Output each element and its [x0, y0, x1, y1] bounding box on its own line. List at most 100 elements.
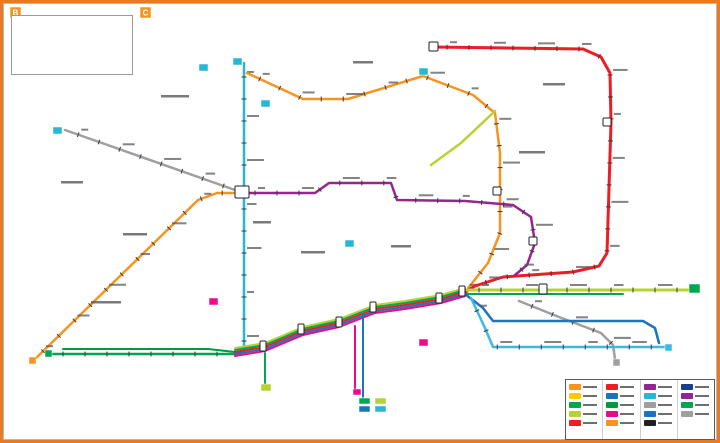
grid-ref-C — [139, 6, 152, 19]
legend-entry — [680, 402, 711, 408]
station-tick — [56, 333, 61, 338]
station-tick — [139, 154, 142, 160]
line-trunk-lime — [234, 287, 466, 349]
interchange-station — [297, 323, 305, 335]
legend-entry — [606, 411, 636, 417]
legend-line-chip — [606, 411, 619, 417]
legend-label-stub — [657, 404, 672, 406]
legend-label-stub — [694, 386, 709, 388]
station-label-stub — [164, 157, 182, 160]
legend-entry — [643, 411, 674, 417]
station-tick — [180, 168, 184, 174]
station-tick — [478, 270, 483, 275]
station-tick — [159, 161, 163, 167]
map-label-stub — [301, 251, 325, 254]
station-code-badge — [260, 383, 272, 392]
station-label-stub — [524, 263, 534, 266]
station-tick — [572, 269, 575, 275]
legend-label-stub — [583, 404, 597, 406]
station-tick — [489, 252, 495, 256]
station-label-stub — [506, 198, 519, 201]
legend-label-stub — [694, 413, 709, 415]
station-label-stub — [482, 284, 489, 286]
station-label-stub — [537, 42, 555, 45]
station-label-stub — [258, 187, 265, 189]
legend-column — [602, 380, 639, 439]
legend-entry — [643, 420, 674, 426]
station-code-badge — [198, 63, 209, 72]
station-label-stub — [386, 177, 397, 179]
station-tick — [593, 264, 596, 270]
station-tick — [426, 75, 429, 81]
line-trunk-green — [234, 289, 466, 351]
legend-line-chip — [643, 384, 656, 390]
station-tick — [530, 228, 536, 231]
legend-label-stub — [620, 413, 635, 415]
legend-label-stub — [694, 404, 709, 406]
interchange-station — [528, 236, 538, 246]
station-code-badge — [232, 57, 243, 66]
map-label-stub — [353, 61, 373, 64]
station-label-stub — [247, 291, 254, 293]
legend-line-chip — [569, 402, 581, 408]
map-label-stub — [519, 151, 545, 154]
station-label-stub — [302, 91, 315, 94]
legend-line-chip — [643, 420, 656, 426]
station-tick — [88, 302, 93, 308]
legend-label-stub — [694, 395, 709, 397]
interchange-station — [458, 285, 466, 297]
station-code-badge — [358, 397, 371, 405]
interchange-station — [602, 117, 612, 127]
line-lightblue-east — [469, 296, 667, 349]
legend-line-chip — [643, 411, 656, 417]
station-code-badge — [418, 338, 429, 347]
legend-entry — [680, 393, 711, 399]
legend-label-stub — [620, 386, 635, 388]
station-label-stub — [489, 276, 502, 279]
station-tick — [119, 272, 124, 277]
legend-entry — [643, 393, 674, 399]
line-gray-northwest — [63, 128, 237, 192]
station-tick — [258, 76, 262, 82]
station-tick — [103, 287, 109, 292]
station-tick — [40, 349, 46, 354]
station-tick — [72, 318, 77, 323]
station-tick — [151, 241, 156, 246]
station-label-stub — [204, 192, 212, 195]
station-label-stub — [462, 194, 470, 197]
station-label-stub — [500, 341, 513, 343]
station-tick — [363, 91, 366, 97]
station-code-badge — [612, 358, 621, 367]
line-gray-southeast — [517, 299, 617, 361]
station-label-stub — [632, 341, 647, 343]
station-label-stub — [388, 81, 399, 84]
legend-line-chip — [680, 411, 693, 417]
station-label-stub — [471, 87, 479, 90]
station-label-stub — [109, 283, 127, 286]
interchange-station — [428, 41, 439, 52]
line-orange-arc — [245, 71, 502, 294]
interchange-station — [435, 292, 443, 304]
station-label-stub — [526, 284, 538, 286]
map-label-stub — [61, 181, 83, 184]
station-code-badge — [374, 397, 387, 405]
line-green-west-2 — [62, 348, 236, 353]
station-label-stub — [613, 336, 631, 339]
legend-label-stub — [583, 413, 597, 415]
station-tick — [483, 329, 489, 333]
interchange-station — [259, 340, 267, 352]
line-orange-southwest — [31, 191, 238, 363]
legend-entry — [569, 411, 599, 417]
station-label-stub — [499, 117, 512, 120]
line-lime-northeast — [429, 109, 497, 167]
station-label-stub — [418, 194, 434, 197]
station-tick — [166, 226, 172, 231]
line-trunk-blue — [234, 293, 466, 355]
station-tick — [182, 210, 187, 216]
legend-line-chip — [569, 420, 581, 426]
interchange-station — [234, 185, 250, 199]
legend-line-chip — [643, 393, 656, 399]
station-label-stub — [346, 93, 364, 95]
map-label-stub — [543, 83, 565, 86]
